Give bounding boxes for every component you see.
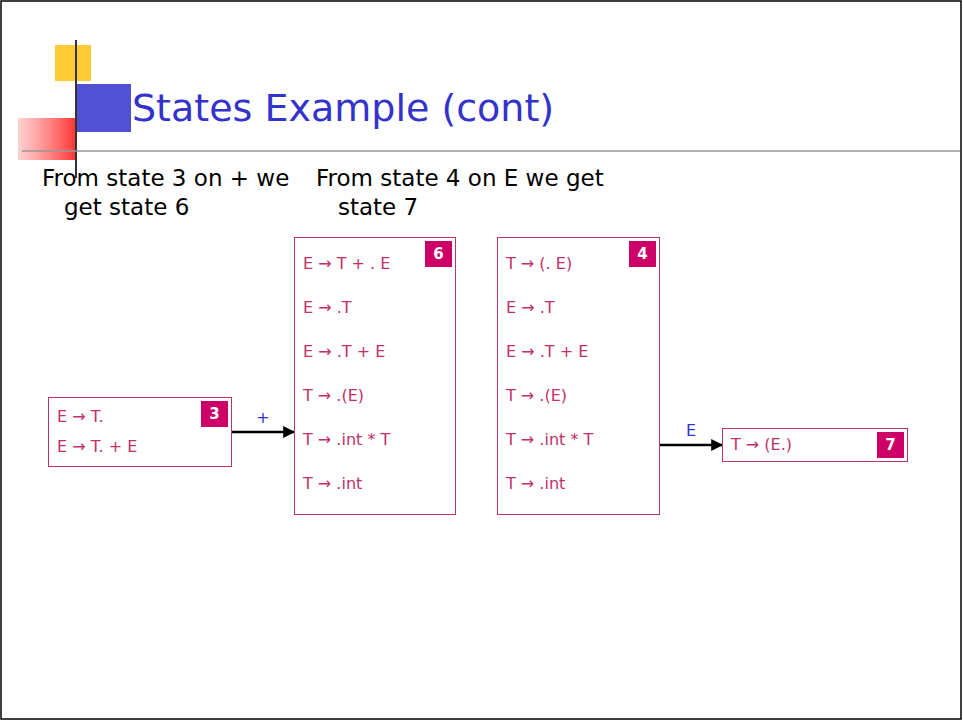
lr-item: E → .T bbox=[303, 286, 413, 330]
state-box: E → T + . EE → .TE → .T + ET → .(E)T → .… bbox=[294, 237, 456, 515]
state-box: T → (. E)E → .TE → .T + ET → .(E)T → .in… bbox=[497, 237, 660, 515]
lr-item: T → .(E) bbox=[303, 374, 413, 418]
transition-arrow bbox=[660, 444, 722, 447]
state-number: 7 bbox=[877, 432, 904, 458]
state-box: E → T.E → T. + E 3 bbox=[48, 397, 232, 467]
blue-square bbox=[76, 84, 131, 132]
yellow-square bbox=[55, 45, 91, 81]
caption-text: From state 4 on E we get state 7 bbox=[316, 164, 638, 222]
deco-horizontal-line bbox=[22, 150, 960, 152]
slide-title: States Example (cont) bbox=[132, 86, 554, 130]
lr-item: E → .T + E bbox=[506, 330, 617, 374]
lr-item: T → .int bbox=[506, 462, 617, 506]
lr-item: E → T. + E bbox=[57, 432, 189, 462]
lr-item: E → .T bbox=[506, 286, 617, 330]
state-number: 6 bbox=[425, 241, 452, 267]
red-square bbox=[18, 118, 76, 160]
lr-item: E → T. bbox=[57, 402, 189, 432]
state-number: 3 bbox=[201, 401, 228, 427]
state-number: 4 bbox=[629, 241, 656, 267]
caption-text: From state 3 on + we get state 6 bbox=[42, 164, 334, 222]
lr-item: T → (. E) bbox=[506, 242, 617, 286]
lr-item: E → T + . E bbox=[303, 242, 413, 286]
lr-item: T → .(E) bbox=[506, 374, 617, 418]
transition-symbol: + bbox=[254, 409, 271, 427]
lr-item: T → .int bbox=[303, 462, 413, 506]
lr-item: E → .T + E bbox=[303, 330, 413, 374]
lr-item: T → .int * T bbox=[506, 418, 617, 462]
lr-item: T → .int * T bbox=[303, 418, 413, 462]
deco-vertical-line bbox=[75, 40, 77, 178]
transition-arrow bbox=[232, 431, 294, 434]
state-box: T → (E.) 7 bbox=[722, 428, 908, 462]
transition-symbol: E bbox=[684, 422, 698, 440]
lr-item: T → (E.) bbox=[731, 433, 865, 457]
